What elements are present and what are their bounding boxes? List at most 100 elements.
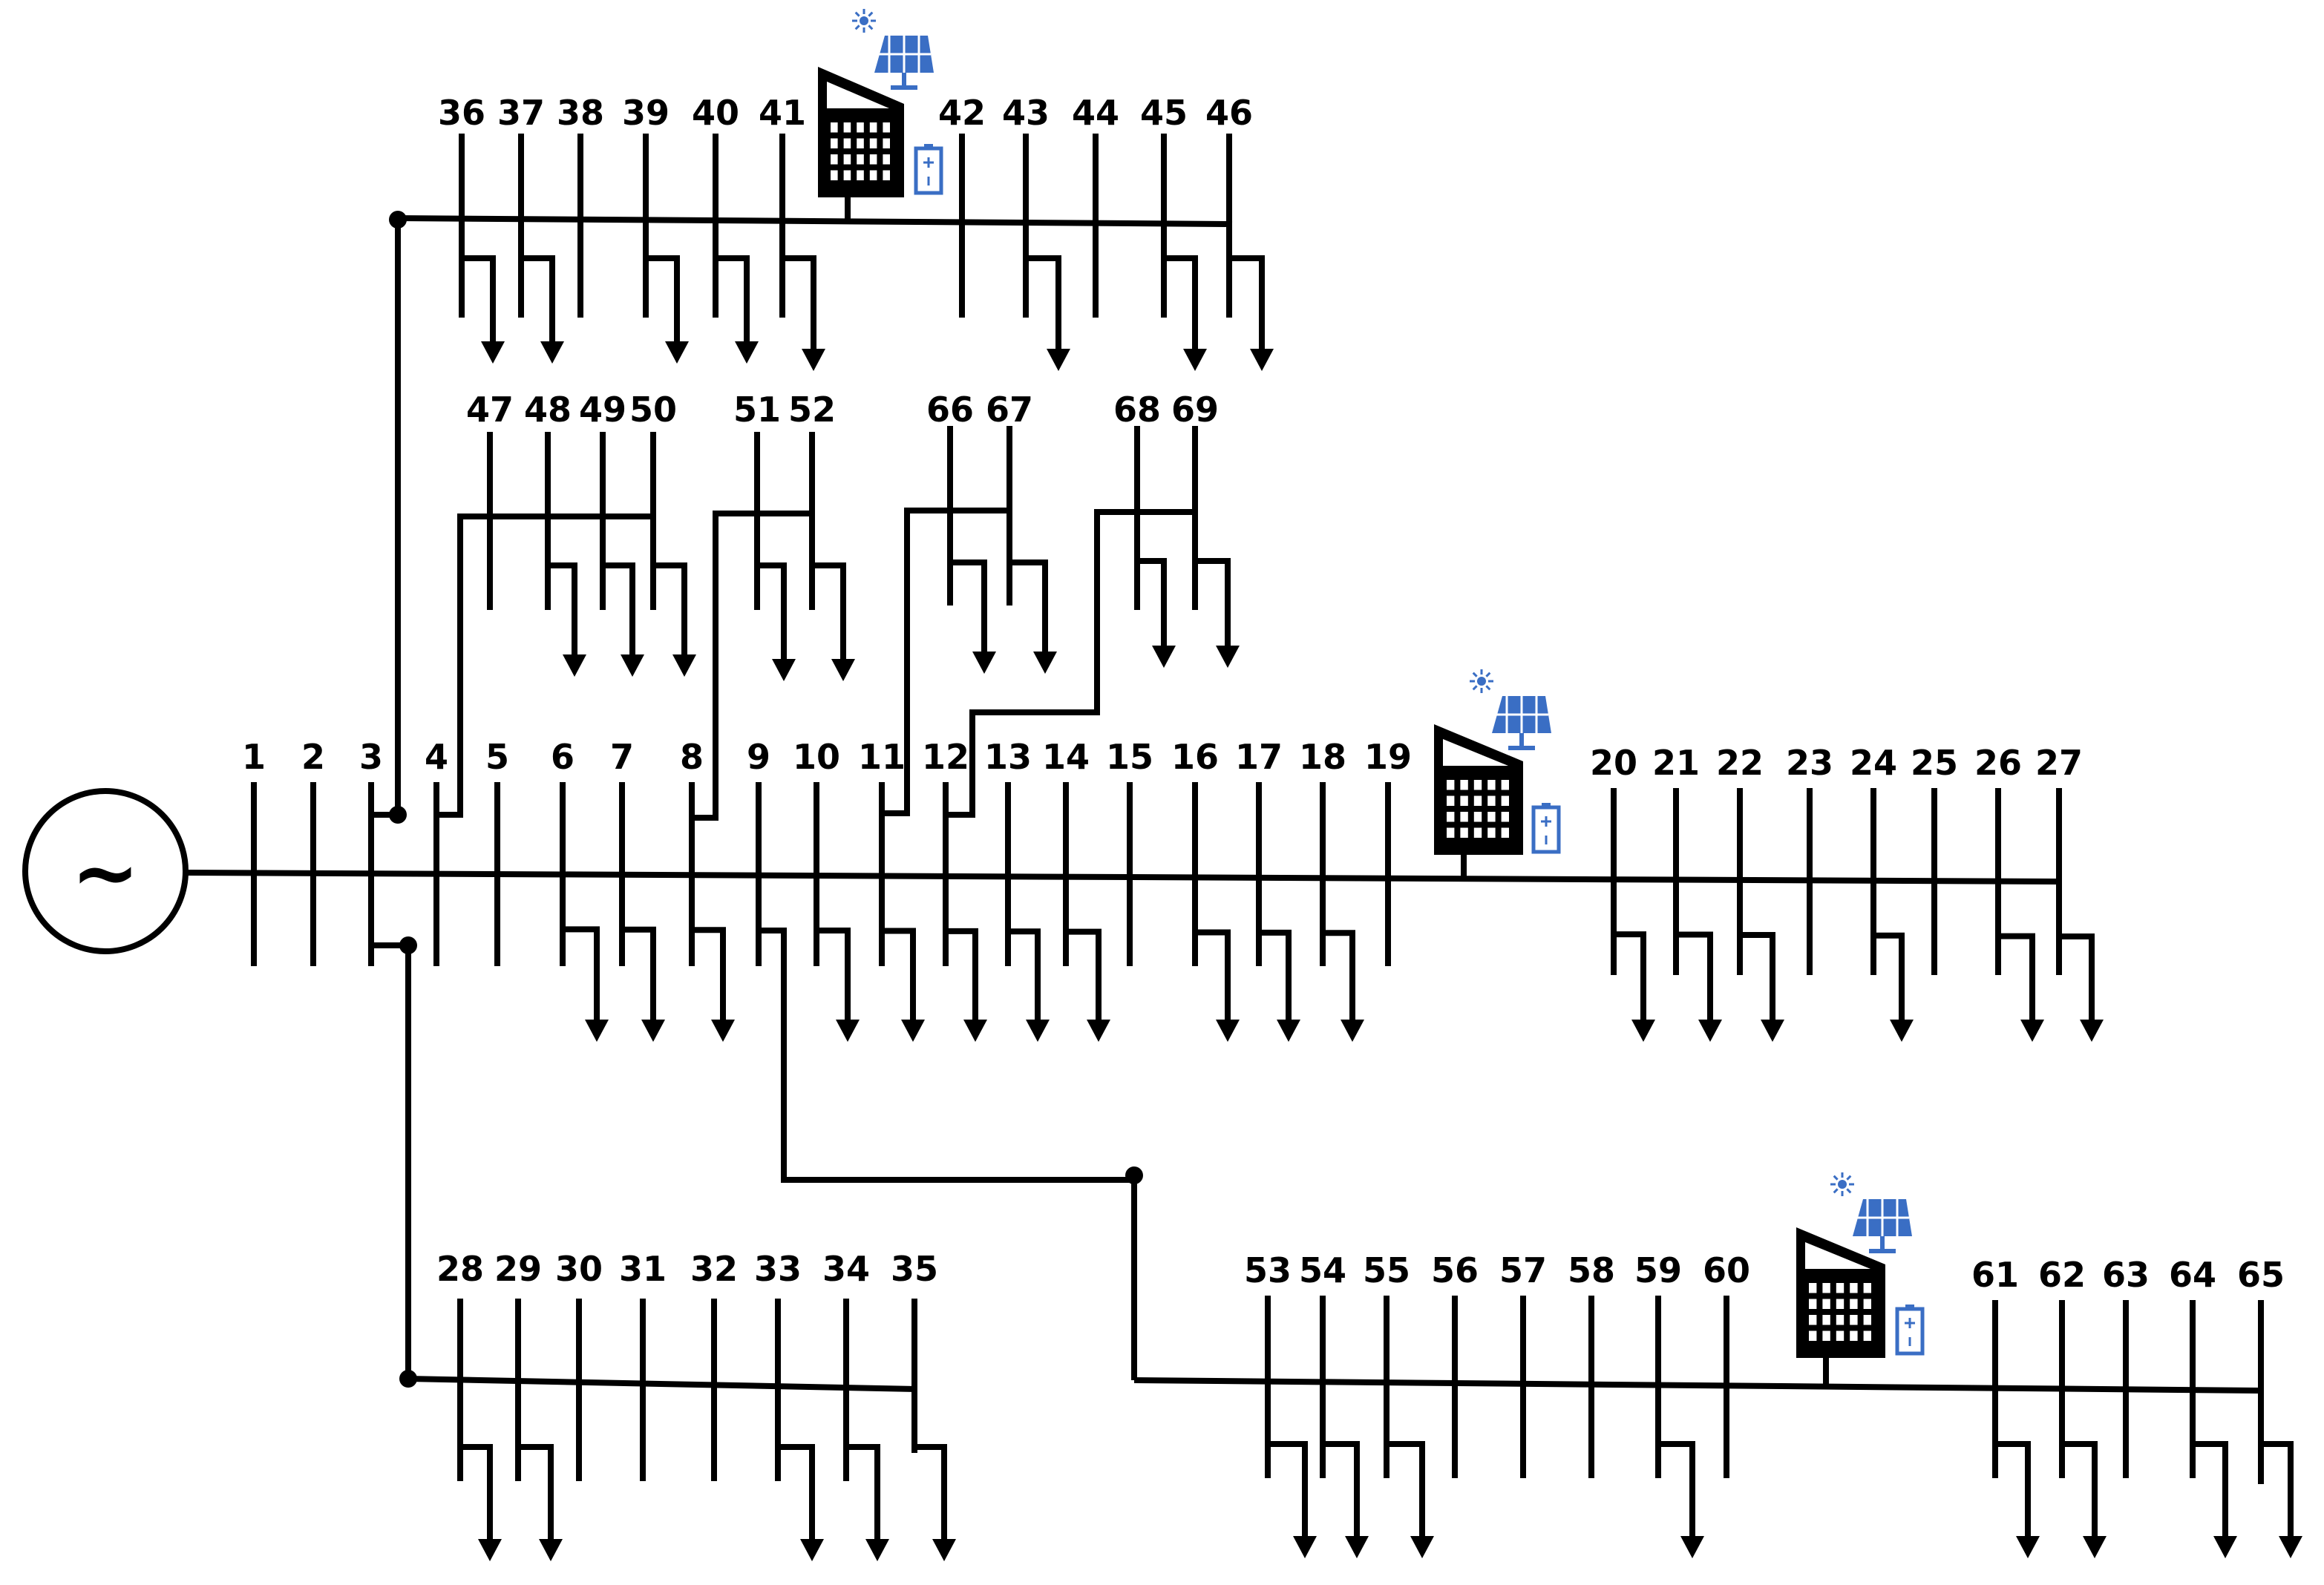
building-window [857, 122, 864, 133]
load-arrow-icon [1995, 1441, 2040, 1558]
load-arrowhead [2083, 1536, 2107, 1558]
bus-label: 42 [938, 93, 986, 133]
bus-label: 5 [485, 737, 509, 777]
bus-label: 39 [622, 93, 670, 133]
load-arrowhead [1026, 1020, 1050, 1042]
sun-ray [1846, 1188, 1852, 1194]
sun-ray [1472, 672, 1478, 677]
battery-icon [1895, 1305, 1925, 1356]
building-window [1809, 1283, 1817, 1293]
bus-label: 12 [922, 737, 969, 777]
load-arrow-icon [2059, 933, 2104, 1042]
bus-label: 33 [754, 1249, 802, 1289]
load-arrowhead [932, 1539, 956, 1561]
load-arrowhead [800, 1539, 824, 1561]
bus-label: 24 [1850, 743, 1897, 783]
building-window [1447, 795, 1455, 806]
building-window [1822, 1315, 1830, 1325]
building-window [1473, 827, 1482, 838]
bus-label: 52 [788, 390, 836, 430]
building-window [857, 170, 864, 180]
load-branch [816, 928, 851, 1026]
load-arrowhead [1183, 349, 1207, 371]
building-window [869, 122, 877, 133]
bus-label: 62 [2038, 1255, 2086, 1295]
generator-symbol: ~ [71, 825, 140, 920]
bus-label: 51 [733, 390, 781, 430]
bus-label: 6 [551, 737, 575, 777]
sun-icon [860, 16, 868, 25]
load-branch [521, 255, 555, 347]
load-branch [1259, 929, 1292, 1026]
sun-ray [854, 24, 860, 30]
building-window [1460, 795, 1468, 806]
load-arrow-icon [1268, 1441, 1317, 1558]
bus-label: 59 [1634, 1250, 1682, 1290]
load-arrowhead [539, 1539, 563, 1561]
building-window [1473, 780, 1482, 790]
building-roof [1805, 1242, 1870, 1269]
bus-label: 69 [1171, 390, 1219, 430]
building-window [843, 122, 851, 133]
load-arrow-icon [2062, 1441, 2107, 1558]
building-window [1501, 780, 1509, 790]
load-arrowhead [735, 341, 759, 364]
load-arrowhead [836, 1020, 860, 1042]
load-arrow-icon [1998, 933, 2044, 1042]
bus-label: 47 [466, 390, 514, 430]
building-window [1460, 827, 1468, 838]
buses [251, 134, 2264, 1484]
building-roof [1443, 739, 1508, 766]
building-window [843, 138, 851, 148]
bus-label: 45 [1140, 93, 1188, 133]
load-branch [1998, 933, 2035, 1026]
building-window [869, 170, 877, 180]
load-branch [1026, 255, 1061, 355]
building-window [1822, 1283, 1830, 1293]
bus-label: 53 [1244, 1250, 1292, 1290]
building-window [1836, 1283, 1845, 1293]
load-arrow-icon [846, 1444, 889, 1561]
building-window [831, 138, 838, 148]
solar-panel-icon [1470, 669, 1551, 750]
load-arrowhead [2080, 1020, 2104, 1042]
building-window [1487, 827, 1496, 838]
bus-label: 2 [301, 737, 325, 777]
building-roof [827, 82, 889, 108]
load-branch [782, 255, 816, 355]
load-arrow-icon [1259, 929, 1300, 1042]
bus-label: 38 [557, 93, 604, 133]
building-window [1809, 1299, 1817, 1309]
load-arrowhead [1216, 1020, 1240, 1042]
bus-label: 7 [610, 737, 634, 777]
bus-label: 37 [497, 93, 545, 133]
generator-icon [22, 788, 189, 954]
bus-label: 27 [2035, 743, 2083, 783]
load-branch [2062, 1441, 2098, 1542]
load-branch [1614, 931, 1646, 1026]
load-branch [757, 562, 787, 665]
battery-body [914, 146, 943, 195]
bus-label: 40 [692, 93, 739, 133]
building-window [1487, 780, 1496, 790]
sun-ray [868, 11, 874, 17]
building-window [1487, 812, 1496, 822]
load-arrow-icon [460, 1444, 502, 1561]
load-branch [622, 926, 656, 1026]
building-window [1822, 1299, 1830, 1309]
sun-ray [1833, 1188, 1839, 1194]
bus-label: 66 [926, 390, 974, 430]
bus-label: 21 [1652, 743, 1700, 783]
building-window [831, 154, 838, 165]
building-window [1809, 1315, 1817, 1325]
load-arrowhead [672, 654, 696, 677]
load-branch [812, 562, 846, 665]
bus-label: 15 [1106, 737, 1153, 777]
battery-body [1895, 1307, 1925, 1356]
bus-label: 28 [436, 1249, 484, 1289]
load-arrowhead [802, 349, 825, 371]
bus-label: 35 [891, 1249, 938, 1289]
load-arrowhead [665, 341, 689, 364]
load-arrow-icon [603, 562, 644, 677]
building-window [1863, 1283, 1871, 1293]
